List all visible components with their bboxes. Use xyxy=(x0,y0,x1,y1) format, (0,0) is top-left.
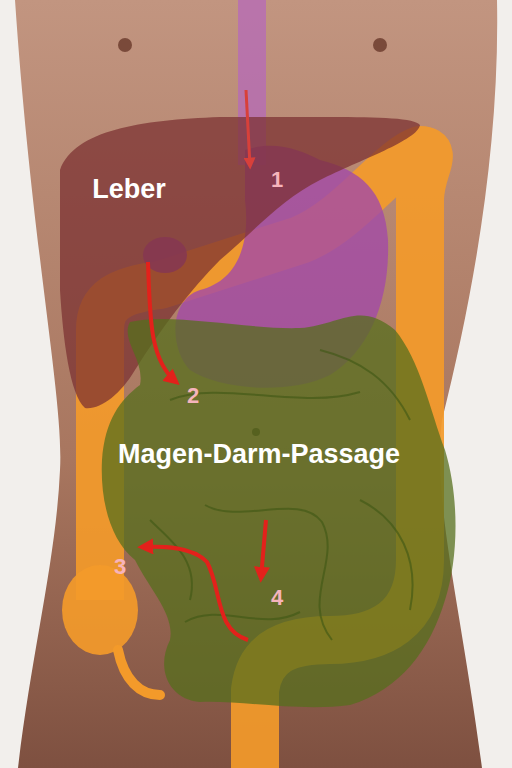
cecum xyxy=(62,565,138,655)
callout-number: 3 xyxy=(114,555,126,579)
intestine-shape xyxy=(102,315,456,707)
callout-number: 2 xyxy=(187,384,199,408)
organ-label: Leber xyxy=(92,175,166,205)
intestine-loop xyxy=(360,500,413,610)
torso xyxy=(15,0,497,768)
flow-arrow xyxy=(261,520,266,578)
flow-arrow xyxy=(246,90,250,166)
appendix xyxy=(118,650,160,695)
flow-arrow xyxy=(148,262,176,382)
organ-region: Magen-Darm-Passage xyxy=(98,298,460,714)
organ-label: Magen-Darm-Passage xyxy=(118,440,400,470)
intestine-loop xyxy=(185,612,300,622)
intestine-loop xyxy=(320,350,410,420)
intestine-loop xyxy=(150,520,192,600)
callout-number: 1 xyxy=(271,168,283,192)
flow-arrow xyxy=(142,547,248,640)
nipple xyxy=(373,38,387,52)
nipple xyxy=(118,38,132,52)
callout-number: 4 xyxy=(271,586,283,610)
intestine-shape xyxy=(98,298,460,714)
